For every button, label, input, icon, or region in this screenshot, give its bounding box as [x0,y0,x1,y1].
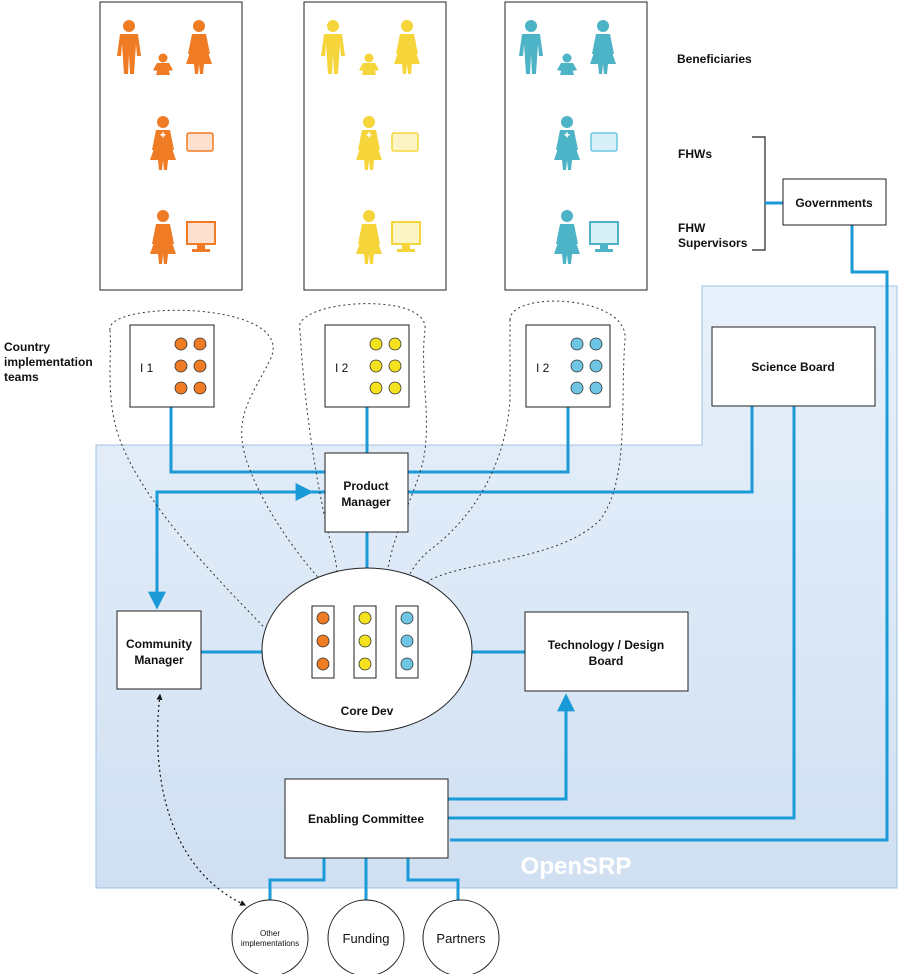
technology-design-board-node: Technology / Design Board [524,611,689,692]
product-manager-label-2: Manager [341,495,391,509]
other-implementations-node: Other implementations [231,899,309,974]
community-manager-node: Community Manager [116,610,202,690]
governments-node: Governments [782,178,887,226]
country-teams-label-1: Country [4,340,50,354]
health-worker-tablet-icon [554,116,618,170]
fhw-supervisors-label-2: Supervisors [678,236,748,250]
country-teams-label-3: teams [4,370,39,384]
connectors [148,201,889,905]
product-manager-label-1: Product [343,479,388,493]
funding-node: Funding [327,899,405,974]
other-implementations-label-2: implementations [241,939,299,948]
core-dev-node: Core Dev [261,567,473,733]
health-worker-tablet-icon [150,116,214,170]
technology-design-label-1: Technology / Design [548,638,664,652]
team-box-i2-blue: I 2 [525,324,611,408]
team-label: I 2 [536,361,550,375]
core-dev-team-yellow [353,605,377,679]
community-link [156,693,247,906]
partners-node: Partners [422,899,500,974]
core-dev-label: Core Dev [341,704,394,718]
community-manager-label-1: Community [126,637,192,651]
country-teams-label-2: implementation [4,355,93,369]
supervisor-computer-icon [356,210,421,264]
enabling-committee-node: Enabling Committee [284,778,449,859]
funding-label: Funding [343,931,390,946]
science-board-label: Science Board [751,360,834,374]
enabling-committee-label: Enabling Committee [308,812,424,826]
governments-label: Governments [795,196,873,210]
supervisor-computer-icon [554,210,619,264]
beneficiaries-label: Beneficiaries [677,52,752,66]
other-implementations-label-1: Other [260,929,280,938]
core-dev-team-orange [311,605,335,679]
team-box-i1: I 1 [129,324,215,408]
bracket [752,136,766,251]
health-worker-tablet-icon [356,116,419,170]
partners-label: Partners [436,931,486,946]
community-manager-label-2: Manager [134,653,184,667]
opensrp-region [95,285,898,889]
core-dev-team-blue [395,605,419,679]
product-manager-node: Product Manager [324,452,409,533]
team-label: I 1 [140,361,154,375]
team-label: I 2 [335,361,349,375]
science-board-node: Science Board [711,326,876,407]
fhws-label: FHWs [678,147,712,161]
team-box-i2-yellow: I 2 [324,324,410,408]
opensrp-label: OpenSRP [521,853,632,880]
technology-design-label-2: Board [589,654,624,668]
fhw-supervisors-label-1: FHW [678,221,706,235]
supervisor-computer-icon [150,210,216,264]
